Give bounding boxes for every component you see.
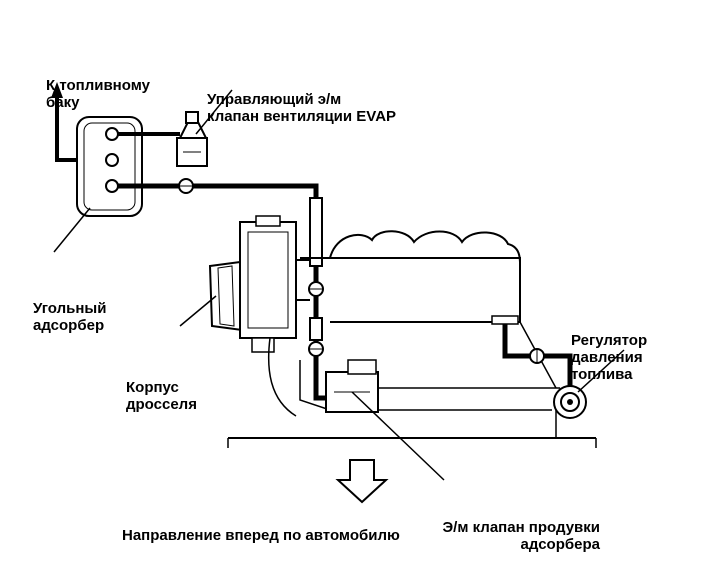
purge-solenoid-valve	[313, 359, 379, 413]
evap-control-valve	[176, 111, 208, 167]
fuel-pressure-regulator	[553, 385, 587, 419]
charcoal-canister	[76, 116, 143, 217]
throttle-body	[208, 215, 310, 353]
leader-lines	[53, 89, 625, 481]
evap-system-diagram	[51, 82, 625, 504]
regulator-vacuum-hose	[502, 324, 573, 396]
forward-direction-arrow	[335, 459, 389, 504]
purge-hose	[118, 178, 324, 380]
engine-block	[300, 230, 521, 325]
engine-base	[227, 321, 597, 448]
direction-label: Направление вперед по автомобилю	[122, 527, 400, 544]
